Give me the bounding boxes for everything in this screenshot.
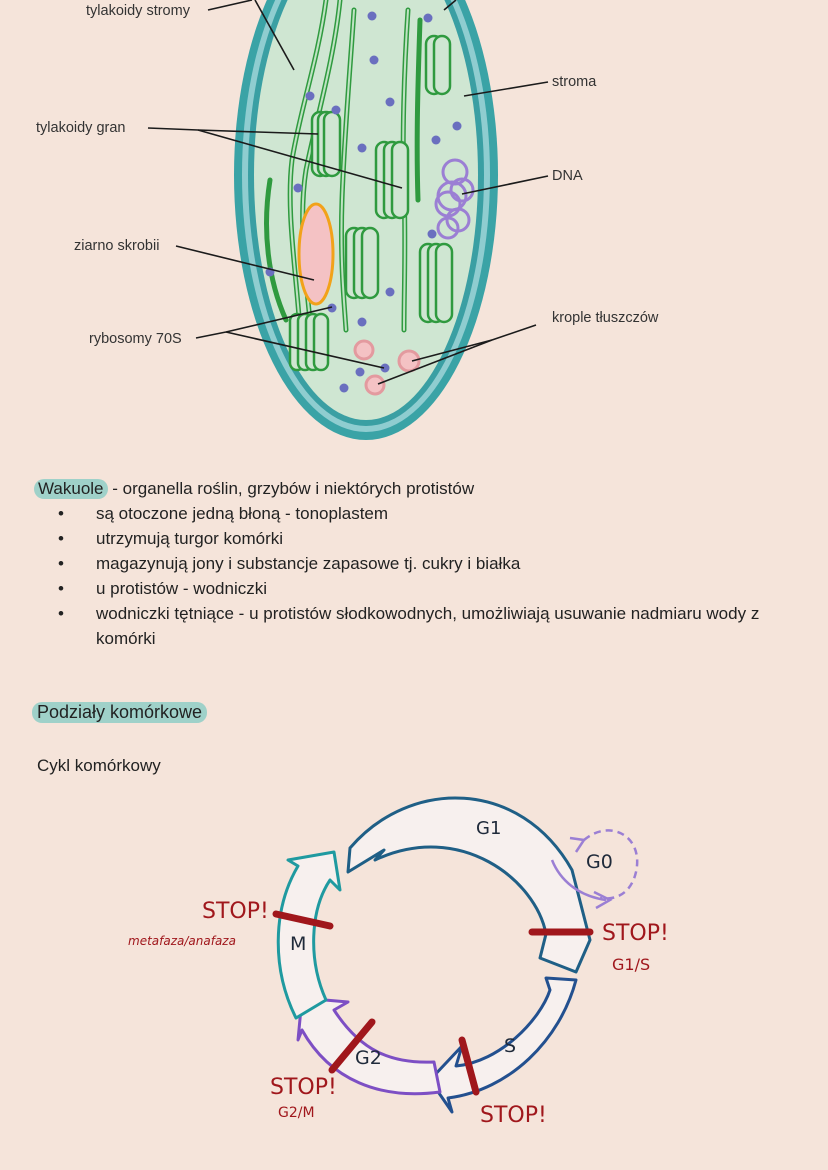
phase-s-label: S	[504, 1035, 516, 1057]
list-item: magazynują jony i substancje zapasowe tj…	[58, 551, 794, 576]
lipid-droplets	[353, 339, 421, 396]
label-ribosomes: rybosomy 70S	[89, 331, 182, 347]
label-starch-grain: ziarno skrobii	[74, 238, 160, 254]
stop-label-g1s: STOP!	[602, 921, 669, 946]
list-item: są otoczone jedną błoną - tonoplastem	[58, 501, 794, 526]
label-stroma-thylakoids: tylakoidy stromy	[86, 3, 190, 19]
label-dna: DNA	[552, 168, 583, 184]
vacuole-definition: Wakuole - organella roślin, grzybów i ni…	[34, 476, 794, 501]
vacuole-term: Wakuole	[34, 479, 108, 499]
g0-loop	[550, 829, 639, 910]
checkpoint-bars	[272, 910, 594, 1096]
stop-label-m: STOP!	[202, 899, 269, 924]
list-item: utrzymują turgor komórki	[58, 526, 794, 551]
dna	[434, 158, 475, 240]
label-lipid-droplets: krople tłuszczów	[552, 310, 659, 326]
m-arrow	[276, 850, 342, 1020]
checkpoint-m-note: metafaza/anafaza	[128, 934, 236, 948]
g2-arrow	[296, 996, 442, 1096]
g1-arrow	[346, 796, 592, 974]
chloroplast-diagram	[147, 0, 549, 440]
list-item: wodniczki tętniące - u protistów słodkow…	[58, 601, 794, 651]
grana-stacks	[288, 34, 454, 372]
cell-cycle-title: Cykl komórkowy	[37, 756, 161, 775]
phase-g0-label: G0	[586, 851, 613, 873]
label-leader-lines	[147, 0, 549, 385]
list-item: u protistów - wodniczki	[58, 576, 794, 601]
stop-label-g2m: STOP!	[270, 1075, 337, 1100]
starch-grain	[297, 202, 335, 306]
vacuole-section: Wakuole - organella roślin, grzybów i ni…	[34, 476, 794, 651]
phase-g1-label: G1	[476, 818, 501, 839]
vacuole-definition-text: - organella roślin, grzybów i niektórych…	[107, 479, 475, 498]
label-grana-thylakoids: tylakoidy gran	[36, 120, 126, 136]
s-arrow	[428, 976, 578, 1114]
label-stroma: stroma	[552, 74, 597, 90]
vacuole-bullet-list: są otoczone jedną błoną - tonoplastem ut…	[34, 501, 794, 651]
ribosomes-70s	[265, 11, 462, 393]
phase-g2-label: G2	[355, 1047, 382, 1069]
section-heading: Podziały komórkowe	[32, 702, 208, 723]
phase-m-label: M	[290, 933, 306, 955]
cell-cycle-diagram: G1 G0 S G2 M STOP! metafaza/anafaza STOP…	[128, 796, 669, 1128]
checkpoint-g1s-label: G1/S	[612, 955, 650, 974]
checkpoint-g2m-label: G2/M	[278, 1105, 315, 1121]
divisions-heading-text: Podziały komórkowe	[32, 702, 208, 723]
stop-label-s: STOP!	[480, 1103, 547, 1128]
